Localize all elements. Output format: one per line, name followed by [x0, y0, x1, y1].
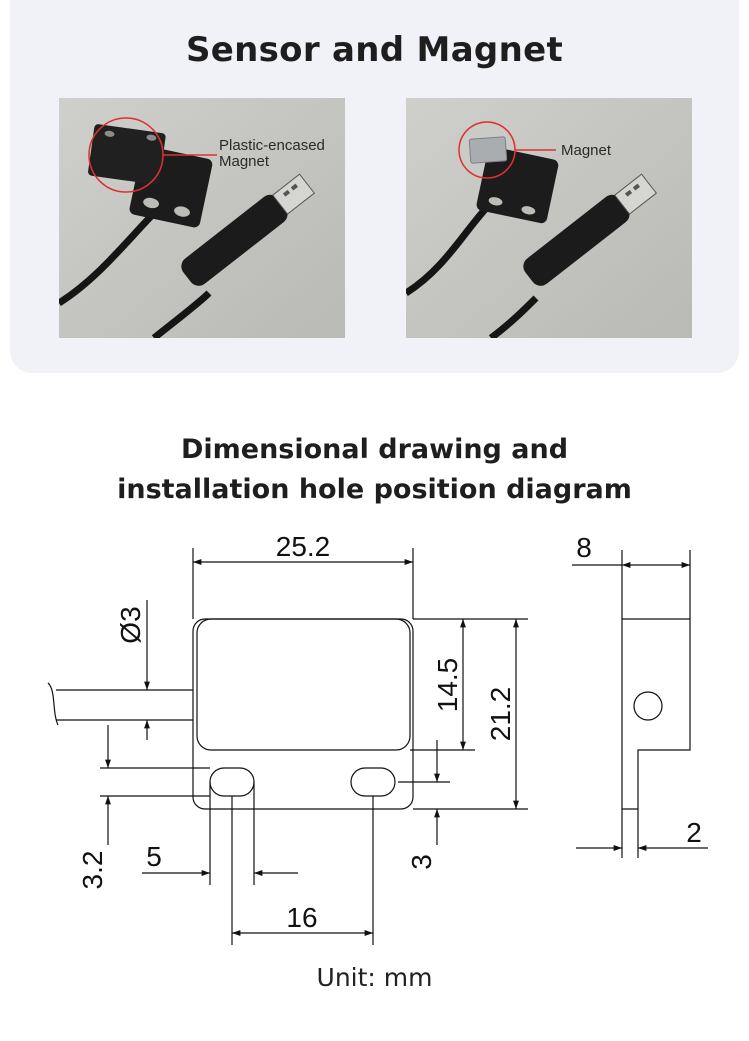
right-callout: Magnet [561, 142, 612, 159]
dim-width: 25.2 [276, 531, 331, 562]
drawing-title-line1: Dimensional drawing and [180, 434, 569, 465]
unit-label: Unit: mm [316, 963, 433, 992]
sensor-photo-left: Plastic-encased Magnet [59, 98, 345, 338]
dim-hole-height: 3 [406, 854, 437, 870]
sensor-photo-right: Magnet [406, 98, 692, 338]
dim-hole-width: 5 [146, 841, 162, 872]
dim-hole-diameter: Ø3 [115, 606, 146, 643]
right-slot [350, 767, 396, 797]
left-callout-line1: Plastic-encased [219, 137, 325, 154]
page-title: Sensor and Magnet [185, 30, 563, 70]
dim-hole-spacing: 16 [286, 902, 317, 933]
side-view-outline [621, 618, 691, 810]
drawing-title-line2: installation hole position diagram [117, 474, 632, 505]
dim-hole-offset: 3.2 [77, 851, 108, 890]
dim-plate-thickness: 2 [686, 817, 702, 848]
dim-thickness: 8 [576, 532, 592, 563]
dim-total-height: 21.2 [485, 687, 516, 742]
drawing-title: Dimensional drawing and installation hol… [0, 430, 749, 510]
cable-end [47, 682, 59, 726]
left-slot [209, 767, 255, 797]
dim-inner-height: 14.5 [432, 658, 463, 713]
body-outline [196, 618, 411, 751]
side-view-hole [633, 691, 663, 721]
plate-outline [192, 618, 414, 810]
left-callout-line2: Magnet [219, 153, 270, 170]
